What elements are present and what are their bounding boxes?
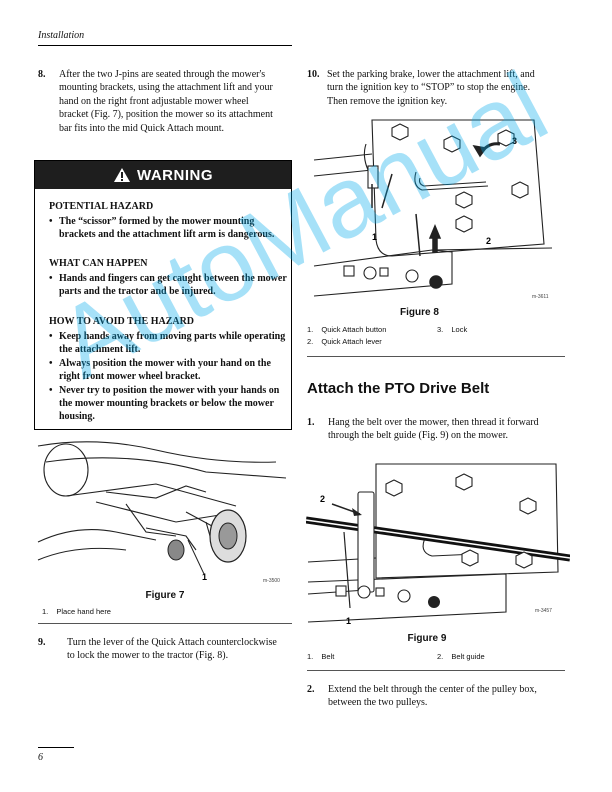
page-number: 6 bbox=[38, 752, 43, 763]
potential-hazard-heading: POTENTIAL HAZARD bbox=[49, 201, 154, 212]
figure-9-callout-1: 1. Belt bbox=[307, 652, 335, 661]
step-1: 1. Hang the belt over the mower, then th… bbox=[307, 416, 565, 458]
footer-rule bbox=[38, 747, 74, 748]
figure-7-callout-1: 1. Place hand here bbox=[42, 607, 111, 616]
figure-8-code: m-3611 bbox=[532, 294, 549, 300]
step-9: 9. Turn the lever of the Quick Attach co… bbox=[38, 636, 292, 678]
figure-8-title: Figure 8 bbox=[400, 307, 439, 318]
list-item: Never try to position the mower with you… bbox=[49, 384, 287, 424]
step-8-text: After the two J-pins are seated through … bbox=[59, 69, 273, 134]
figure-8-callout-1: 1. Quick Attach button bbox=[307, 325, 387, 334]
figure-8-illustration: 3 1 2 bbox=[313, 119, 553, 297]
figure-8-marker-2: 2 bbox=[486, 236, 491, 246]
figure-7-title: Figure 7 bbox=[145, 590, 185, 601]
list-item: The “scissor” formed by the mower mounti… bbox=[49, 215, 287, 242]
step-1-text: Hang the belt over the mower, then threa… bbox=[328, 417, 539, 442]
section-heading: Attach the PTO Drive Belt bbox=[307, 380, 490, 397]
what-can-happen-list: Hands and fingers can get caught between… bbox=[49, 272, 287, 299]
figure-7-rule bbox=[38, 623, 292, 624]
step-8-number: 8. bbox=[38, 69, 46, 80]
step-10-number: 10. bbox=[307, 69, 320, 80]
figure-7-illustration: 1 bbox=[37, 441, 287, 582]
step-2-number: 2. bbox=[307, 684, 315, 695]
figure-9-title: Figure 9 bbox=[407, 633, 447, 644]
figure-8-rule bbox=[307, 356, 565, 357]
how-to-avoid-list: Keep hands away from moving parts while … bbox=[49, 330, 287, 424]
step-10-text: Set the parking brake, lower the attachm… bbox=[327, 69, 535, 107]
step-2: 2. Extend the belt through the center of… bbox=[307, 683, 565, 713]
figure-7-marker-1: 1 bbox=[202, 572, 207, 582]
how-to-avoid-heading: HOW TO AVOID THE HAZARD bbox=[49, 316, 195, 327]
step-8: 8. After the two J-pins are seated throu… bbox=[38, 68, 292, 148]
warning-box: WARNING POTENTIAL HAZARD The “scissor” f… bbox=[34, 160, 292, 430]
warning-triangle-icon bbox=[114, 168, 130, 182]
figure-8-callout-3: 3. Lock bbox=[437, 325, 468, 334]
warning-banner-label: WARNING bbox=[137, 166, 213, 184]
step-9-number: 9. bbox=[38, 637, 46, 648]
figure-9-illustration: 2 1 bbox=[306, 463, 570, 626]
list-item: Always position the mower with your hand… bbox=[49, 357, 287, 384]
figure-9-callout-2: 2. Belt guide bbox=[437, 652, 485, 661]
step-2-text: Extend the belt through the center of th… bbox=[328, 684, 537, 709]
potential-hazard-list: The “scissor” formed by the mower mounti… bbox=[49, 215, 287, 242]
figure-8-marker-1: 1 bbox=[372, 232, 377, 242]
figure-9-code: m-3457 bbox=[535, 608, 552, 614]
figure-7-code: m-3500 bbox=[263, 578, 280, 584]
step-1-number: 1. bbox=[307, 417, 315, 428]
figure-9-rule bbox=[307, 670, 565, 671]
figure-9-marker-2: 2 bbox=[320, 494, 325, 504]
figure-8-callout-2: 2. Quick Attach lever bbox=[307, 337, 382, 346]
list-item: Hands and fingers can get caught between… bbox=[49, 272, 287, 299]
step-9-text: Turn the lever of the Quick Attach count… bbox=[67, 637, 277, 662]
what-can-happen-heading: WHAT CAN HAPPEN bbox=[49, 258, 148, 269]
figure-8-marker-3: 3 bbox=[512, 136, 517, 146]
warning-banner: WARNING bbox=[35, 161, 291, 189]
list-item: Keep hands away from moving parts while … bbox=[49, 330, 287, 357]
step-10: 10. Set the parking brake, lower the att… bbox=[307, 68, 565, 110]
running-header: Installation bbox=[38, 30, 85, 41]
header-rule bbox=[38, 45, 292, 46]
figure-9-marker-1: 1 bbox=[346, 616, 351, 626]
